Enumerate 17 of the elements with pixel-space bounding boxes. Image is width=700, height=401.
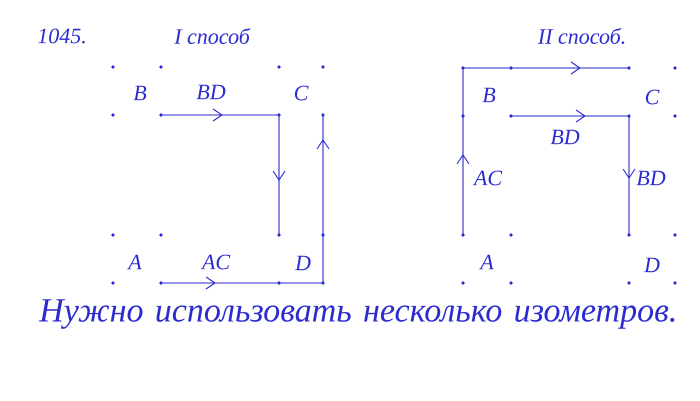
- method-heading: II способ.: [538, 28, 624, 44]
- vector-label: AC: [472, 170, 502, 186]
- vector-label: C: [294, 86, 309, 100]
- problem-number: 1045.: [38, 28, 85, 44]
- vector-label: B: [482, 88, 496, 102]
- handwritten-note: Нужно использовать несколько изометров.: [38, 299, 674, 329]
- vector-label: D: [294, 256, 311, 270]
- vector-label: BD: [636, 170, 666, 186]
- vector-label: C: [646, 90, 660, 104]
- vector-label: BD: [196, 84, 226, 100]
- vector-label: AC: [200, 254, 230, 270]
- vector-label: A: [479, 254, 494, 270]
- method-heading: I способ: [174, 28, 250, 44]
- vector-label: B: [134, 86, 146, 100]
- vector-label: BD: [550, 130, 580, 144]
- vector-label: D: [644, 258, 660, 272]
- vector-label: A: [127, 254, 142, 270]
